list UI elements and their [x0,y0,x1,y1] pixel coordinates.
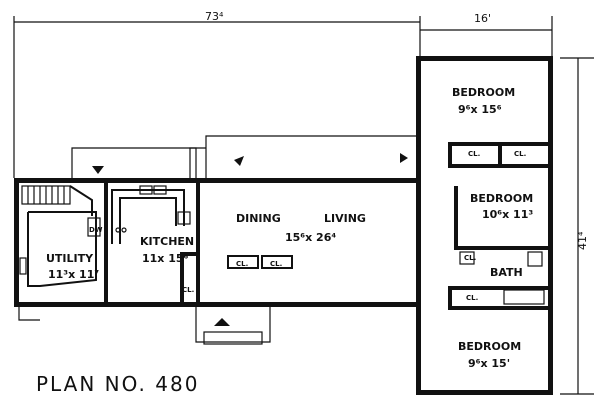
dining-label: DINING [236,212,281,225]
bedroom-wing-walls [416,56,553,395]
arrow-right-icon [400,153,408,163]
closet-label-bed1: CL. [468,150,480,158]
wing-depth-dimension: 41⁴ [576,231,589,250]
plan-title: PLAN NO. 480 [36,372,200,396]
closet-label-kitchen: CL. [182,286,194,294]
overall-width-dimension: 73⁴ [205,10,224,23]
closet-label-hall: CL. [464,254,476,262]
wing-width-dimension: 16' [474,12,491,25]
kitchen-size: 11x 15⁶ [142,252,189,265]
living-size: 15⁶x 26⁴ [285,231,336,244]
living-label: LIVING [324,212,366,225]
utility-fixtures [19,211,101,287]
bedroom-3-size: 9⁶x 15' [468,357,510,370]
bedroom-2-size: 10⁶x 11³ [482,208,533,221]
bedroom-1-label: BEDROOM [452,86,515,99]
living-closets [227,255,293,269]
porch-outlines [18,135,420,345]
bedroom-3-label: BEDROOM [458,340,521,353]
bedroom-1-size: 9⁶x 15⁶ [458,103,502,116]
dimension-lines [13,16,594,395]
arrow-up-icon [214,318,230,326]
stairs [21,185,93,216]
bath-fixtures [459,251,545,305]
kitchen-label: KITCHEN [140,235,194,248]
utility-label: UTILITY [46,252,94,265]
kitchen-counters [111,185,191,244]
closet-label-bed3: CL. [466,294,478,302]
arrow-diagonal-icon [234,156,244,166]
dishwasher-label: DW [89,226,103,234]
arrow-down-icon [92,166,104,174]
closet-label-living-1: CL. [236,260,248,268]
closet-label-living-2: CL. [270,260,282,268]
bedroom-2-label: BEDROOM [470,192,533,205]
entry-arrows [92,153,408,326]
utility-size: 11³x 11⁷ [48,268,99,281]
main-block-walls [14,178,420,307]
bath-label: BATH [490,266,523,279]
closet-label-bed2: CL. [514,150,526,158]
